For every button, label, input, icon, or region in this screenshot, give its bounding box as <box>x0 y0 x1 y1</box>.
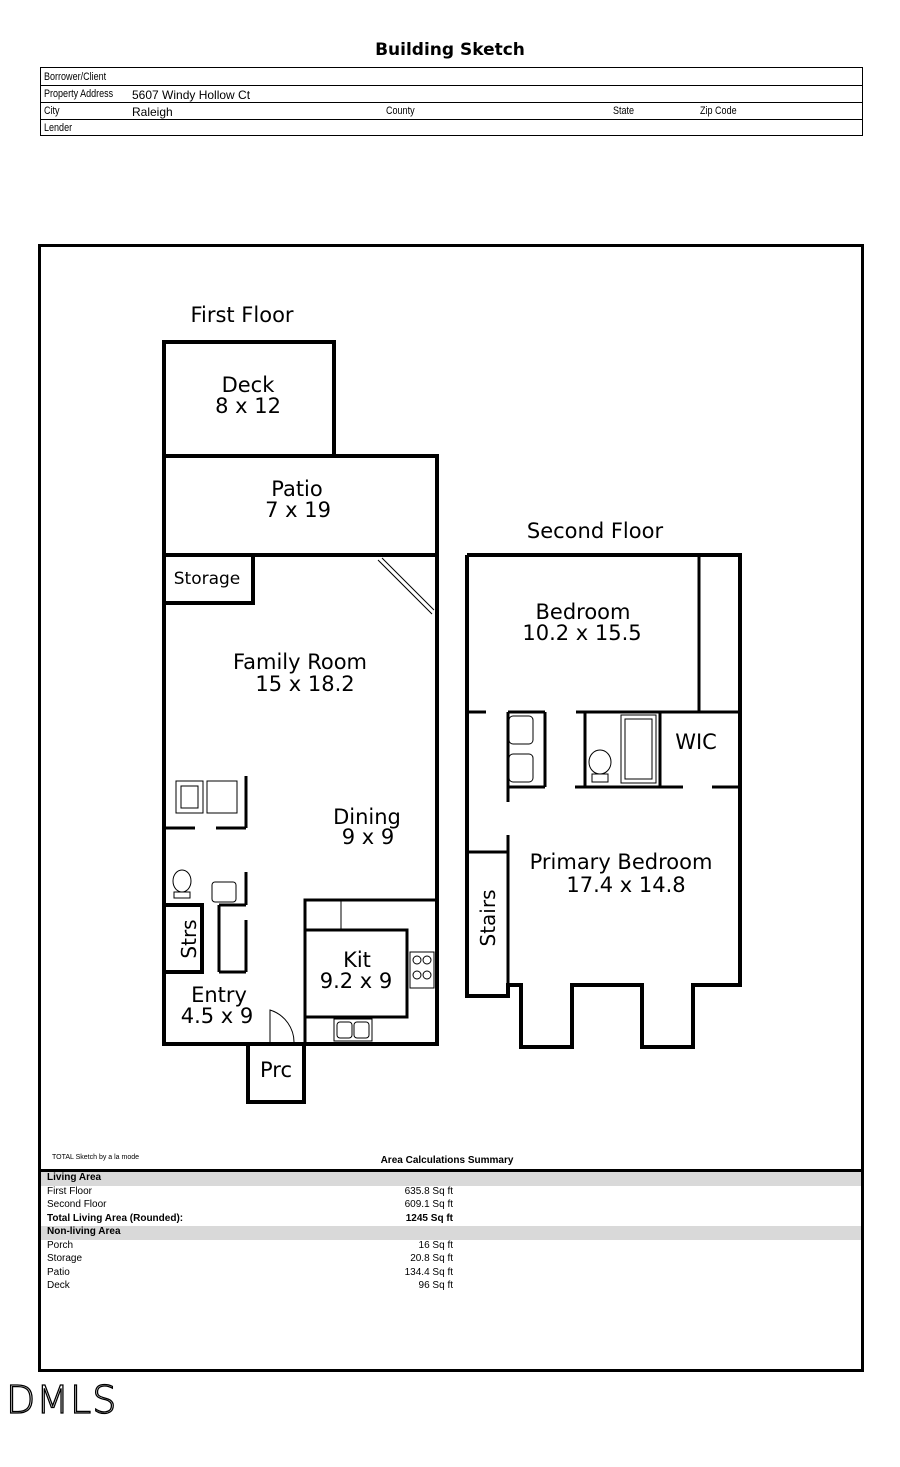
page-title: Building Sketch <box>375 40 525 60</box>
state-label: State <box>613 105 635 117</box>
first-floor-label: First Floor <box>190 303 293 327</box>
storage-area-label: Storage <box>47 1253 83 1264</box>
kit-dims: 9.2 x 9 <box>320 969 393 993</box>
table-row: Storage 20.8 Sq ft <box>41 1253 861 1267</box>
primary-bedroom-dims: 17.4 x 14.8 <box>566 873 685 897</box>
property-address-label: Property Address <box>44 88 114 100</box>
second-floor-area-label: Second Floor <box>47 1199 107 1210</box>
property-address-value: 5607 Windy Hollow Ct <box>132 88 251 102</box>
porch-outline <box>246 1042 306 1104</box>
porch-area-value: 16 Sq ft <box>418 1239 453 1251</box>
city-label: City <box>44 105 60 117</box>
second-floor-label: Second Floor <box>527 519 664 543</box>
city-value: Raleigh <box>132 105 173 119</box>
stairs-name: Stairs <box>476 890 500 947</box>
patio-area-label: Patio <box>47 1266 70 1278</box>
sketch-credit: TOTAL Sketch by a la mode <box>52 1154 140 1161</box>
county-label: County <box>386 105 415 117</box>
zip-code-label: Zip Code <box>700 105 737 117</box>
patio-dims: 7 x 19 <box>265 498 331 522</box>
deck-name: Deck <box>222 373 276 397</box>
patio-name: Patio <box>271 477 323 501</box>
non-living-area-label: Non-living Area <box>47 1226 121 1237</box>
entry-dims: 4.5 x 9 <box>181 1004 254 1028</box>
total-living-area-value: 1245 Sq ft <box>405 1212 453 1224</box>
patio-area-value: 134.4 Sq ft <box>404 1266 453 1278</box>
family-room-name: Family Room <box>233 650 367 674</box>
dmls-logo: DMLS <box>5 1377 118 1422</box>
deck-dims: 8 x 12 <box>215 394 281 418</box>
non-living-area-heading: Non-living Area <box>41 1226 861 1240</box>
deck-area-label: Deck <box>47 1280 70 1291</box>
dining-name: Dining <box>333 805 401 829</box>
bedroom-dims: 10.2 x 15.5 <box>522 621 641 645</box>
kit-name: Kit <box>343 948 371 972</box>
family-room-dims: 15 x 18.2 <box>255 672 354 696</box>
strs-name: Strs <box>177 919 201 958</box>
deck-area-value: 96 Sq ft <box>418 1280 453 1291</box>
table-row: Second Floor 609.1 Sq ft <box>41 1199 861 1213</box>
living-area-heading: Living Area <box>41 1172 861 1186</box>
lender-label: Lender <box>44 122 73 134</box>
floor-plan: First Floor Second Floor Deck 8 x 12 Pat… <box>162 303 742 1104</box>
storage-area-value: 20.8 Sq ft <box>410 1253 453 1264</box>
porch-area-label: Porch <box>47 1239 74 1251</box>
property-address-row: Property Address 5607 Windy Hollow Ct <box>41 85 862 103</box>
dining-dims: 9 x 9 <box>342 825 395 849</box>
city-row: City Raleigh County State Zip Code <box>41 102 862 120</box>
first-floor-area-label: First Floor <box>47 1185 92 1197</box>
property-header-table: Borrower/Client Property Address 5607 Wi… <box>40 67 863 136</box>
storage-outline <box>162 553 255 605</box>
table-row: Patio 134.4 Sq ft <box>41 1267 861 1281</box>
table-row: Total Living Area (Rounded): 1245 Sq ft <box>41 1213 861 1227</box>
prc-name: Prc <box>260 1058 292 1082</box>
summary-title: Area Calculations Summary <box>380 1155 514 1166</box>
table-row: Deck 96 Sq ft <box>41 1280 861 1294</box>
first-floor-area-value: 635.8 Sq ft <box>404 1185 453 1197</box>
area-summary-table: Living Area First Floor 635.8 Sq ft Seco… <box>41 1169 861 1294</box>
wic-name: WIC <box>675 730 717 754</box>
borrower-row: Borrower/Client <box>41 68 862 86</box>
bedroom-name: Bedroom <box>536 600 631 624</box>
sketch-frame <box>38 244 864 1372</box>
strs-outline <box>164 903 204 974</box>
storage-name: Storage <box>174 569 241 589</box>
primary-bedroom-name: Primary Bedroom <box>530 850 713 874</box>
first-floor-outline <box>162 553 439 1046</box>
living-area-label: Living Area <box>47 1172 102 1183</box>
borrower-label: Borrower/Client <box>44 71 107 83</box>
entry-name: Entry <box>191 983 247 1007</box>
table-row: First Floor 635.8 Sq ft <box>41 1186 861 1200</box>
second-floor-area-value: 609.1 Sq ft <box>404 1199 453 1210</box>
lender-row: Lender <box>41 119 862 136</box>
table-row: Porch 16 Sq ft <box>41 1240 861 1254</box>
total-living-area-label: Total Living Area (Rounded): <box>47 1212 184 1224</box>
